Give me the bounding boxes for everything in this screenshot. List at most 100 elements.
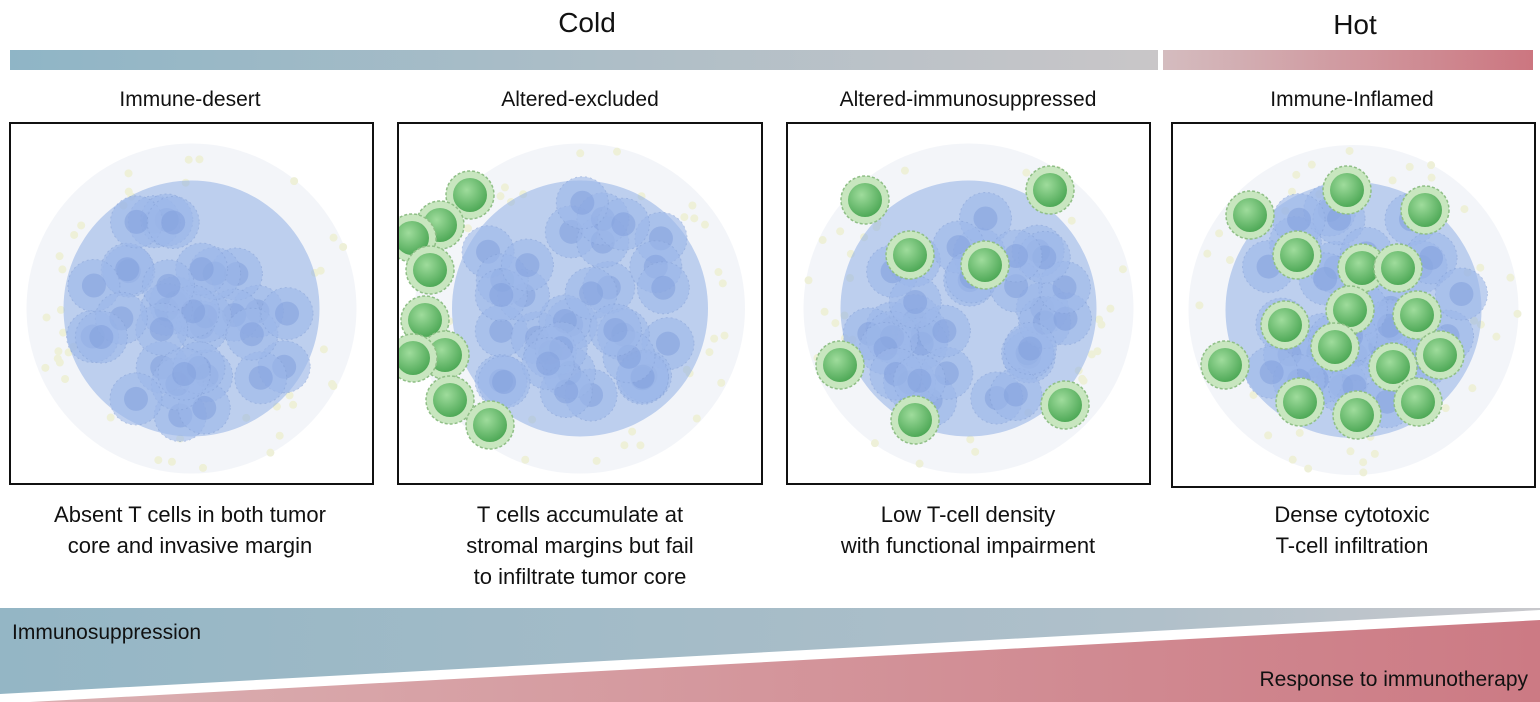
stroma-dot-icon [70,230,79,239]
stroma-dot-icon [275,431,284,440]
stroma-dot-icon [521,455,530,464]
t-cell-icon [1275,377,1325,427]
stroma-dot-icon [58,265,67,274]
stroma-dot-icon [1295,428,1304,437]
tumor-nucleus-icon [124,209,149,234]
stroma-dot-icon [184,155,193,164]
t-cell-icon [1415,330,1465,380]
stroma-dot-icon [1345,146,1354,155]
tumor-nucleus-icon [492,369,517,394]
tumor-nucleus-icon [189,257,214,282]
tumor-nucleus-icon [570,190,595,215]
stroma-dot-icon [1468,384,1477,393]
cold-gradient-bar [10,50,1158,70]
t-cell-nucleus-icon [1376,350,1410,384]
stroma-dot-icon [831,319,840,328]
t-cell-icon [1225,190,1275,240]
stroma-dot-icon [690,214,699,223]
t-cell-nucleus-icon [1400,298,1434,332]
stroma-dot-icon [500,183,509,192]
t-cell-icon [1332,390,1382,440]
tumor-nucleus-icon [1003,243,1028,268]
t-cell-icon [1337,243,1387,293]
stroma-dot-icon [1460,205,1469,214]
t-cell-nucleus-icon [1208,348,1242,382]
tumor-panel [786,122,1151,485]
t-cell-nucleus-icon [968,248,1002,282]
panel-frame [1171,122,1536,488]
stroma-dot-icon [1427,161,1436,170]
t-cell-icon [1310,322,1360,372]
t-cell-nucleus-icon [1408,193,1442,227]
stroma-dot-icon [1067,216,1076,225]
tumor-nucleus-icon [149,317,174,342]
stroma-dot-icon [613,147,622,156]
stroma-dot-icon [1215,229,1224,238]
stroma-dot-icon [870,439,879,448]
panel-title-immune-desert: Immune-desert [119,88,260,111]
t-cell-icon [1325,285,1375,335]
t-cell-nucleus-icon [898,403,932,437]
stroma-dot-icon [1441,404,1450,413]
panel-title-altered-excluded: Altered-excluded [501,88,659,111]
stroma-dot-icon [55,252,64,261]
t-cell-icon [1200,340,1250,390]
tumor-nucleus-icon [932,319,957,344]
t-cell-nucleus-icon [398,341,430,375]
immunosuppression-label: Immunosuppression [12,621,201,644]
stroma-dot-icon [1307,160,1316,169]
stroma-dot-icon [1203,249,1212,258]
stroma-dot-icon [199,463,208,472]
stroma-dot-icon [900,166,909,175]
tumor-nucleus-icon [973,206,998,231]
stroma-dot-icon [714,268,723,277]
panel-frame [786,122,1151,485]
tumor-nucleus-icon [89,325,114,350]
stroma-dot-icon [1292,170,1301,179]
stroma-dot-icon [56,305,65,314]
immunosuppression-gradient [0,608,1540,694]
stroma-dot-icon [77,221,86,230]
t-cell-nucleus-icon [1330,173,1364,207]
t-cell-icon [400,295,450,345]
stroma-dot-icon [496,192,505,201]
stroma-dot-icon [124,169,133,178]
stroma-dot-icon [692,414,701,423]
stroma-dot-icon [319,345,328,354]
stroma-dot-icon [1249,390,1258,399]
stroma-dot-icon [124,187,133,196]
stroma-dot-icon [329,382,338,391]
t-cell-nucleus-icon [1268,308,1302,342]
t-cell-icon [840,175,890,225]
hot-gradient-bar [1163,50,1533,70]
t-cell-icon [890,395,940,445]
stroma-dot-icon [1346,447,1355,456]
stroma-dot-icon [680,213,689,222]
stroma-dot-icon [329,233,338,242]
tumor-nucleus-icon [579,281,604,306]
stroma-dot-icon [1087,350,1096,359]
stroma-dot-icon [154,456,163,465]
tumor-nucleus-icon [1287,207,1312,232]
panel-frame [397,122,763,485]
stroma-dot-icon [1506,273,1515,282]
stroma-dot-icon [818,236,827,245]
cold-label: Cold [558,7,616,38]
tumor-panel [9,122,374,485]
panel-art [803,143,1134,474]
stroma-dot-icon [710,334,719,343]
tumor-nucleus-icon [1052,275,1077,300]
stroma-dot-icon [1288,455,1297,464]
t-cell-nucleus-icon [1318,330,1352,364]
stroma-dot-icon [290,177,299,186]
t-cell-nucleus-icon [1423,338,1457,372]
t-cell-nucleus-icon [433,383,467,417]
t-cell-icon [1400,185,1450,235]
stroma-dot-icon [1405,162,1414,171]
panel-art [26,143,357,474]
tumor-nucleus-icon [124,386,149,411]
t-cell-icon [1368,342,1418,392]
stroma-dot-icon [1022,168,1031,177]
stroma-dot-icon [61,375,70,384]
tumor-panel [1171,122,1536,488]
